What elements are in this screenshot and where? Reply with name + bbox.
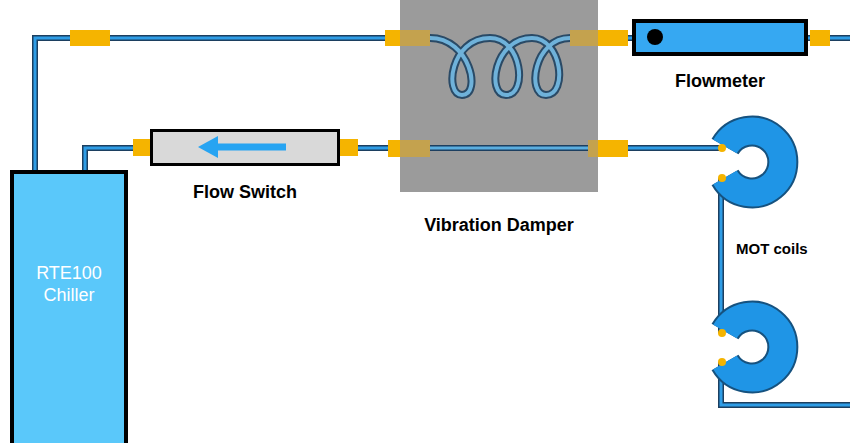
flow-switch: Flow Switch [150, 129, 340, 166]
tube-core [598, 37, 632, 40]
fitting [70, 30, 830, 157]
vibration-damper: Vibration Damper [400, 0, 598, 192]
tube-core [85, 148, 150, 170]
tube-outline [85, 148, 150, 170]
coolant-tube [598, 38, 632, 39]
coil-symbol [718, 316, 783, 378]
tube-core [340, 147, 400, 150]
part-name: Flowmeter [675, 70, 765, 92]
coil-group: MOT coils [712, 112, 832, 394]
coolant-tube [340, 148, 400, 149]
coil-symbol [718, 131, 783, 193]
tube-outline [35, 38, 400, 170]
coolant-tube [35, 38, 400, 170]
tube-core [598, 147, 712, 150]
flowmeter-dial [647, 29, 663, 45]
chiller-unit: RTE100 Chiller [10, 170, 128, 443]
exit-tube [808, 38, 850, 39]
coolant-tube [85, 148, 150, 170]
part-name: MOT coils [736, 240, 808, 258]
tube-core [35, 38, 400, 170]
flowmeter: Flowmeter [632, 19, 808, 56]
coil-wire [712, 148, 850, 405]
tube-outline [598, 145, 712, 151]
coolant-tube [598, 148, 712, 149]
part-name: Vibration Damper [424, 214, 574, 236]
damper-tube [400, 148, 598, 149]
damper-coil [400, 38, 598, 95]
tube-outline [340, 145, 400, 151]
unit-name: RTE100 Chiller [14, 262, 124, 306]
flow-arrow [198, 136, 286, 158]
tube-outline [598, 35, 632, 41]
part-name: Flow Switch [193, 181, 297, 203]
